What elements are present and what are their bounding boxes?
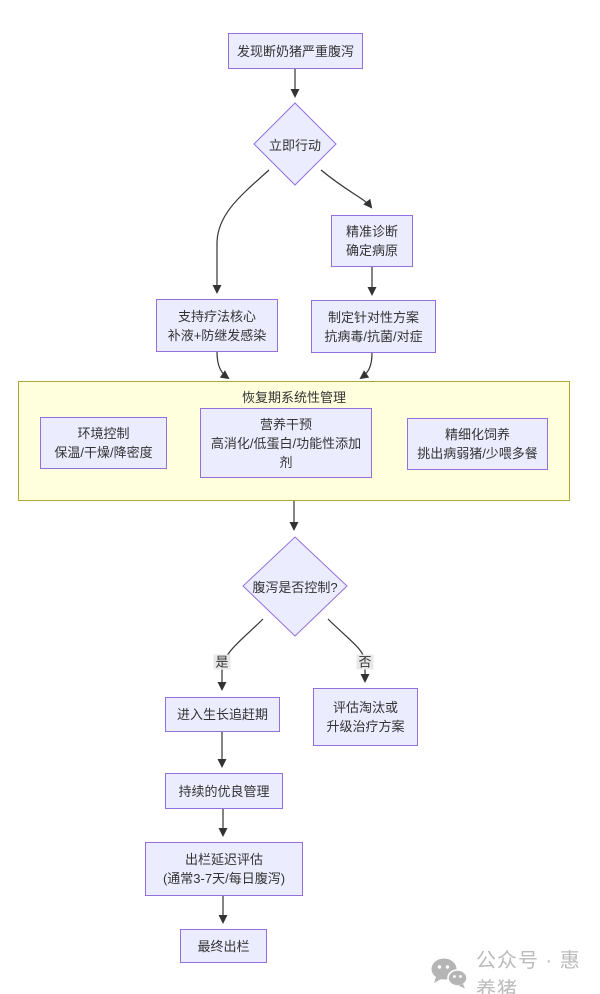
node-delay-line1: 出栏延迟评估 (184, 852, 263, 867)
node-nutrition-intervention: 营养干预 高消化/低蛋白/功能性添加 剂 (200, 408, 372, 478)
node-env-line1: 环境控制 (77, 426, 130, 441)
node-feeding-line2: 挑出病弱猪/少喂多餐 (417, 446, 538, 461)
node-diagnose: 精准诊断 确定病原 (331, 215, 413, 267)
node-growth-catchup: 进入生长追赶期 (165, 697, 280, 732)
node-diagnose-line2: 确定病原 (345, 243, 398, 258)
node-final-market: 最终出栏 (180, 929, 267, 963)
node-delay-line2: (通常3-7天/每日腹泻) (162, 871, 286, 886)
node-environment-control: 环境控制 保温/干燥/降密度 (40, 417, 167, 469)
node-plan-line2: 抗病毒/抗菌/对症 (324, 328, 423, 344)
wechat-icon (430, 957, 468, 989)
node-supportive-therapy: 支持疗法核心 补液+防继发感染 (156, 299, 278, 352)
node-evaluate-line1: 评估淘汰或 (332, 700, 398, 715)
node-delay-evaluation: 出栏延迟评估 (通常3-7天/每日腹泻) (145, 842, 303, 896)
watermark: 公众号 · 惠养猪 (430, 944, 600, 994)
edge-label-no: 否 (356, 654, 374, 670)
decision-immediate-action-shape (253, 102, 337, 186)
node-nutrition-line1: 营养干预 (259, 416, 312, 432)
node-continuous-management: 持续的优良管理 (165, 773, 283, 809)
watermark-text: 公众号 · 惠养猪 (476, 950, 581, 994)
node-feeding-line1: 精细化饲养 (444, 427, 510, 442)
node-start-label: 发现断奶猪严重腹泻 (236, 43, 354, 59)
decision-diarrhea-controlled-shape (242, 536, 348, 637)
node-evaluate-line2: 升级治疗方案 (326, 719, 405, 734)
node-start: 发现断奶猪严重腹泻 (228, 33, 363, 69)
node-growth-label: 进入生长追赶期 (176, 707, 268, 722)
node-nutrition-line3: 剂 (279, 454, 293, 470)
node-targeted-plan: 制定针对性方案 抗病毒/抗菌/对症 (311, 300, 436, 353)
node-plan-line1: 制定针对性方案 (327, 309, 419, 325)
node-diagnose-line1: 精准诊断 (345, 224, 398, 239)
node-support-line1: 支持疗法核心 (177, 308, 256, 324)
node-env-line2: 保温/干燥/降密度 (54, 445, 153, 460)
node-nutrition-line2: 高消化/低蛋白/功能性添加 (210, 435, 362, 451)
node-final-label: 最终出栏 (197, 938, 250, 954)
node-manage-label: 持续的优良管理 (178, 783, 270, 799)
node-refined-feeding: 精细化饲养 挑出病弱猪/少喂多餐 (407, 418, 548, 470)
node-support-line2: 补液+防继发感染 (167, 327, 267, 343)
node-evaluate-culling: 评估淘汰或 升级治疗方案 (313, 688, 418, 746)
recovery-container-title: 恢复期系统性管理 (241, 390, 346, 405)
edge-label-yes: 是 (213, 654, 231, 670)
